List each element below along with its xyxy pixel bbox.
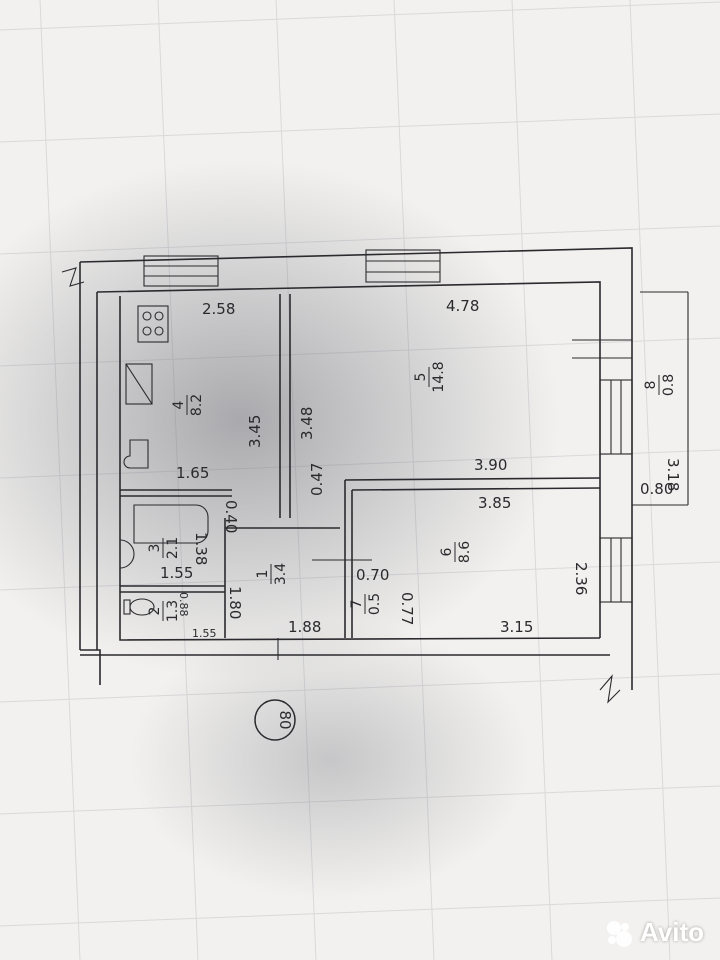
room-number-1: 1	[255, 570, 271, 579]
room-area-2: 1.3	[165, 600, 181, 622]
sink-icon	[125, 363, 153, 405]
dim-room6-top: 3.85	[478, 494, 511, 512]
room-number-4: 4	[171, 400, 187, 409]
room-area-3: 2.1	[165, 537, 181, 559]
toilet-icon	[123, 598, 155, 616]
room-number-6: 6	[439, 547, 455, 556]
dim-wc-height: 0.88	[177, 592, 190, 617]
room-number-7: 7	[349, 600, 365, 609]
room-number-8: 8	[643, 381, 659, 390]
dim-kitchen-height: 3.45	[246, 415, 264, 448]
avito-logo: Avito	[604, 917, 704, 948]
windows	[143, 249, 633, 603]
dim-hall-height: 1.80	[226, 586, 244, 619]
dim-closet-side: 0.77	[398, 592, 416, 625]
room-area-4: 8.2	[189, 394, 205, 416]
bathtub-icon	[133, 504, 209, 544]
dim-kitchen-bottom: 1.65	[176, 464, 209, 482]
dim-room5-width: 4.78	[446, 297, 479, 315]
avito-logo-text: Avito	[639, 917, 704, 947]
room-area-6: 8.6	[457, 541, 473, 563]
plan-number-badge: 80	[254, 699, 296, 741]
dim-room6-height: 2.36	[572, 562, 590, 595]
room-area-7: 0.5	[367, 593, 383, 615]
dim-closet-top: 0.70	[356, 566, 389, 584]
dim-room5-height: 3.48	[298, 407, 316, 440]
room-number-5: 5	[413, 373, 429, 382]
photo-shadow-lower	[130, 620, 530, 900]
dim-bath-height: 1.38	[192, 532, 210, 565]
plan-number: 80	[276, 710, 294, 729]
dim-right-offset: 0.80	[640, 480, 673, 498]
room-area-1: 3.4	[273, 563, 289, 585]
dim-room6-bottom: 3.15	[500, 618, 533, 636]
interior-walls	[119, 294, 601, 660]
kitchen-appliance-icon	[123, 439, 149, 469]
room-number-2: 2	[147, 607, 163, 616]
dim-wall-b: 0.47	[308, 463, 326, 496]
avito-logo-icon	[606, 920, 632, 947]
dim-wall-a: 0.40	[222, 500, 240, 533]
dim-right-wall: 3.18	[664, 458, 682, 491]
room-area-8: 0.8	[661, 374, 677, 396]
dim-room5-bottom: 3.90	[474, 456, 507, 474]
room-area-5: 14.8	[431, 361, 447, 392]
room-number-3: 3	[147, 544, 163, 553]
washbasin-icon	[119, 539, 135, 569]
dim-wc-width: 1.55	[192, 627, 217, 640]
dim-hall-width: 1.88	[288, 618, 321, 636]
stove-icon	[137, 305, 169, 343]
dim-kitchen-width: 2.58	[202, 300, 235, 318]
dim-bath-width: 1.55	[160, 564, 193, 582]
